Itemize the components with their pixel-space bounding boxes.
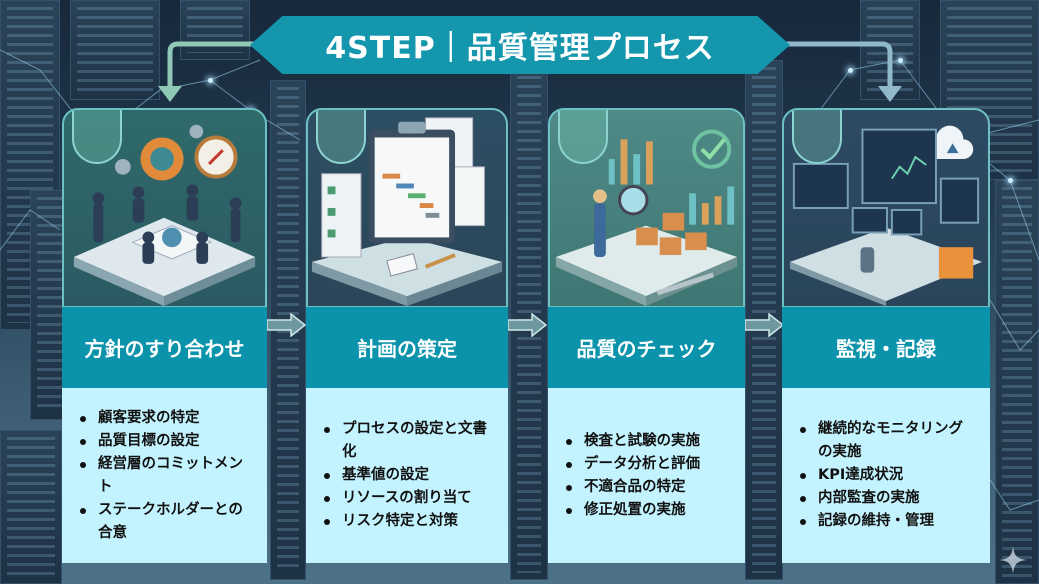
list-item: リスク特定と対策: [322, 510, 494, 533]
step-body: プロセスの設定と文書化 基準値の設定 リソースの割り当て リスク特定と対策: [306, 388, 508, 563]
illustration-planning: [306, 108, 508, 308]
illustration-inspection: [548, 108, 745, 308]
step-heading: 方針のすり合わせ: [62, 307, 267, 388]
step-arrow-2-3: [508, 313, 548, 337]
list-item: 品質目標の設定: [78, 430, 253, 453]
list-item: 経営層のコミットメント: [78, 453, 253, 499]
list-item: 記録の維持・管理: [798, 510, 976, 533]
inspection-chart-icon: [555, 129, 738, 306]
panel-tab: [72, 110, 122, 164]
list-item: 顧客要求の特定: [78, 407, 253, 430]
panel-tab: [558, 110, 608, 164]
meeting-gears-icon: [73, 124, 256, 306]
panel-tab: [792, 110, 842, 164]
illustration-monitoring: [782, 108, 990, 308]
list-item: データ分析と評価: [564, 453, 731, 476]
step-arrow-3-4: [745, 313, 785, 337]
illustration-team-meeting: [62, 108, 267, 308]
list-item: 継続的なモニタリングの実施: [798, 418, 976, 464]
list-item: ステークホルダーとの合意: [78, 499, 253, 545]
page-title: 4STEP｜品質管理プロセス: [325, 31, 715, 66]
step-heading: 監視・記録: [782, 307, 990, 388]
loop-arrow-right: [780, 41, 902, 102]
list-item: 不適合品の特定: [564, 476, 731, 499]
list-item: 検査と試験の実施: [564, 430, 731, 453]
step-item-list: 継続的なモニタリングの実施 KPI達成状況 内部監査の実施 記録の維持・管理: [798, 418, 976, 533]
list-item: プロセスの設定と文書化: [322, 418, 494, 464]
step-body: 検査と試験の実施 データ分析と評価 不適合品の特定 修正処置の実施: [548, 388, 745, 563]
step-heading: 計画の策定: [306, 307, 508, 388]
list-item: 基準値の設定: [322, 464, 494, 487]
loop-arrow-left: [158, 41, 260, 102]
title-banner: 4STEP｜品質管理プロセス: [250, 16, 790, 74]
list-item: KPI達成状況: [798, 464, 976, 487]
clipboard-gantt-icon: [311, 117, 503, 306]
list-item: 内部監査の実施: [798, 487, 976, 510]
step-item-list: 検査と試験の実施 データ分析と評価 不適合品の特定 修正処置の実施: [564, 430, 731, 522]
step-body: 継続的なモニタリングの実施 KPI達成状況 内部監査の実施 記録の維持・管理: [782, 388, 990, 563]
step-body: 顧客要求の特定 品質目標の設定 経営層のコミットメント ステークホルダーとの合意: [62, 388, 267, 563]
step-heading: 品質のチェック: [548, 307, 745, 388]
list-item: 修正処置の実施: [564, 499, 731, 522]
list-item: リソースの割り当て: [322, 487, 494, 510]
step-arrow-1-2: [267, 313, 307, 337]
monitoring-dashboard-icon: [789, 125, 983, 306]
step-item-list: プロセスの設定と文書化 基準値の設定 リソースの割り当て リスク特定と対策: [322, 418, 494, 533]
step-item-list: 顧客要求の特定 品質目標の設定 経営層のコミットメント ステークホルダーとの合意: [78, 407, 253, 545]
sparkle-icon: [999, 546, 1027, 574]
panel-tab: [316, 110, 366, 164]
